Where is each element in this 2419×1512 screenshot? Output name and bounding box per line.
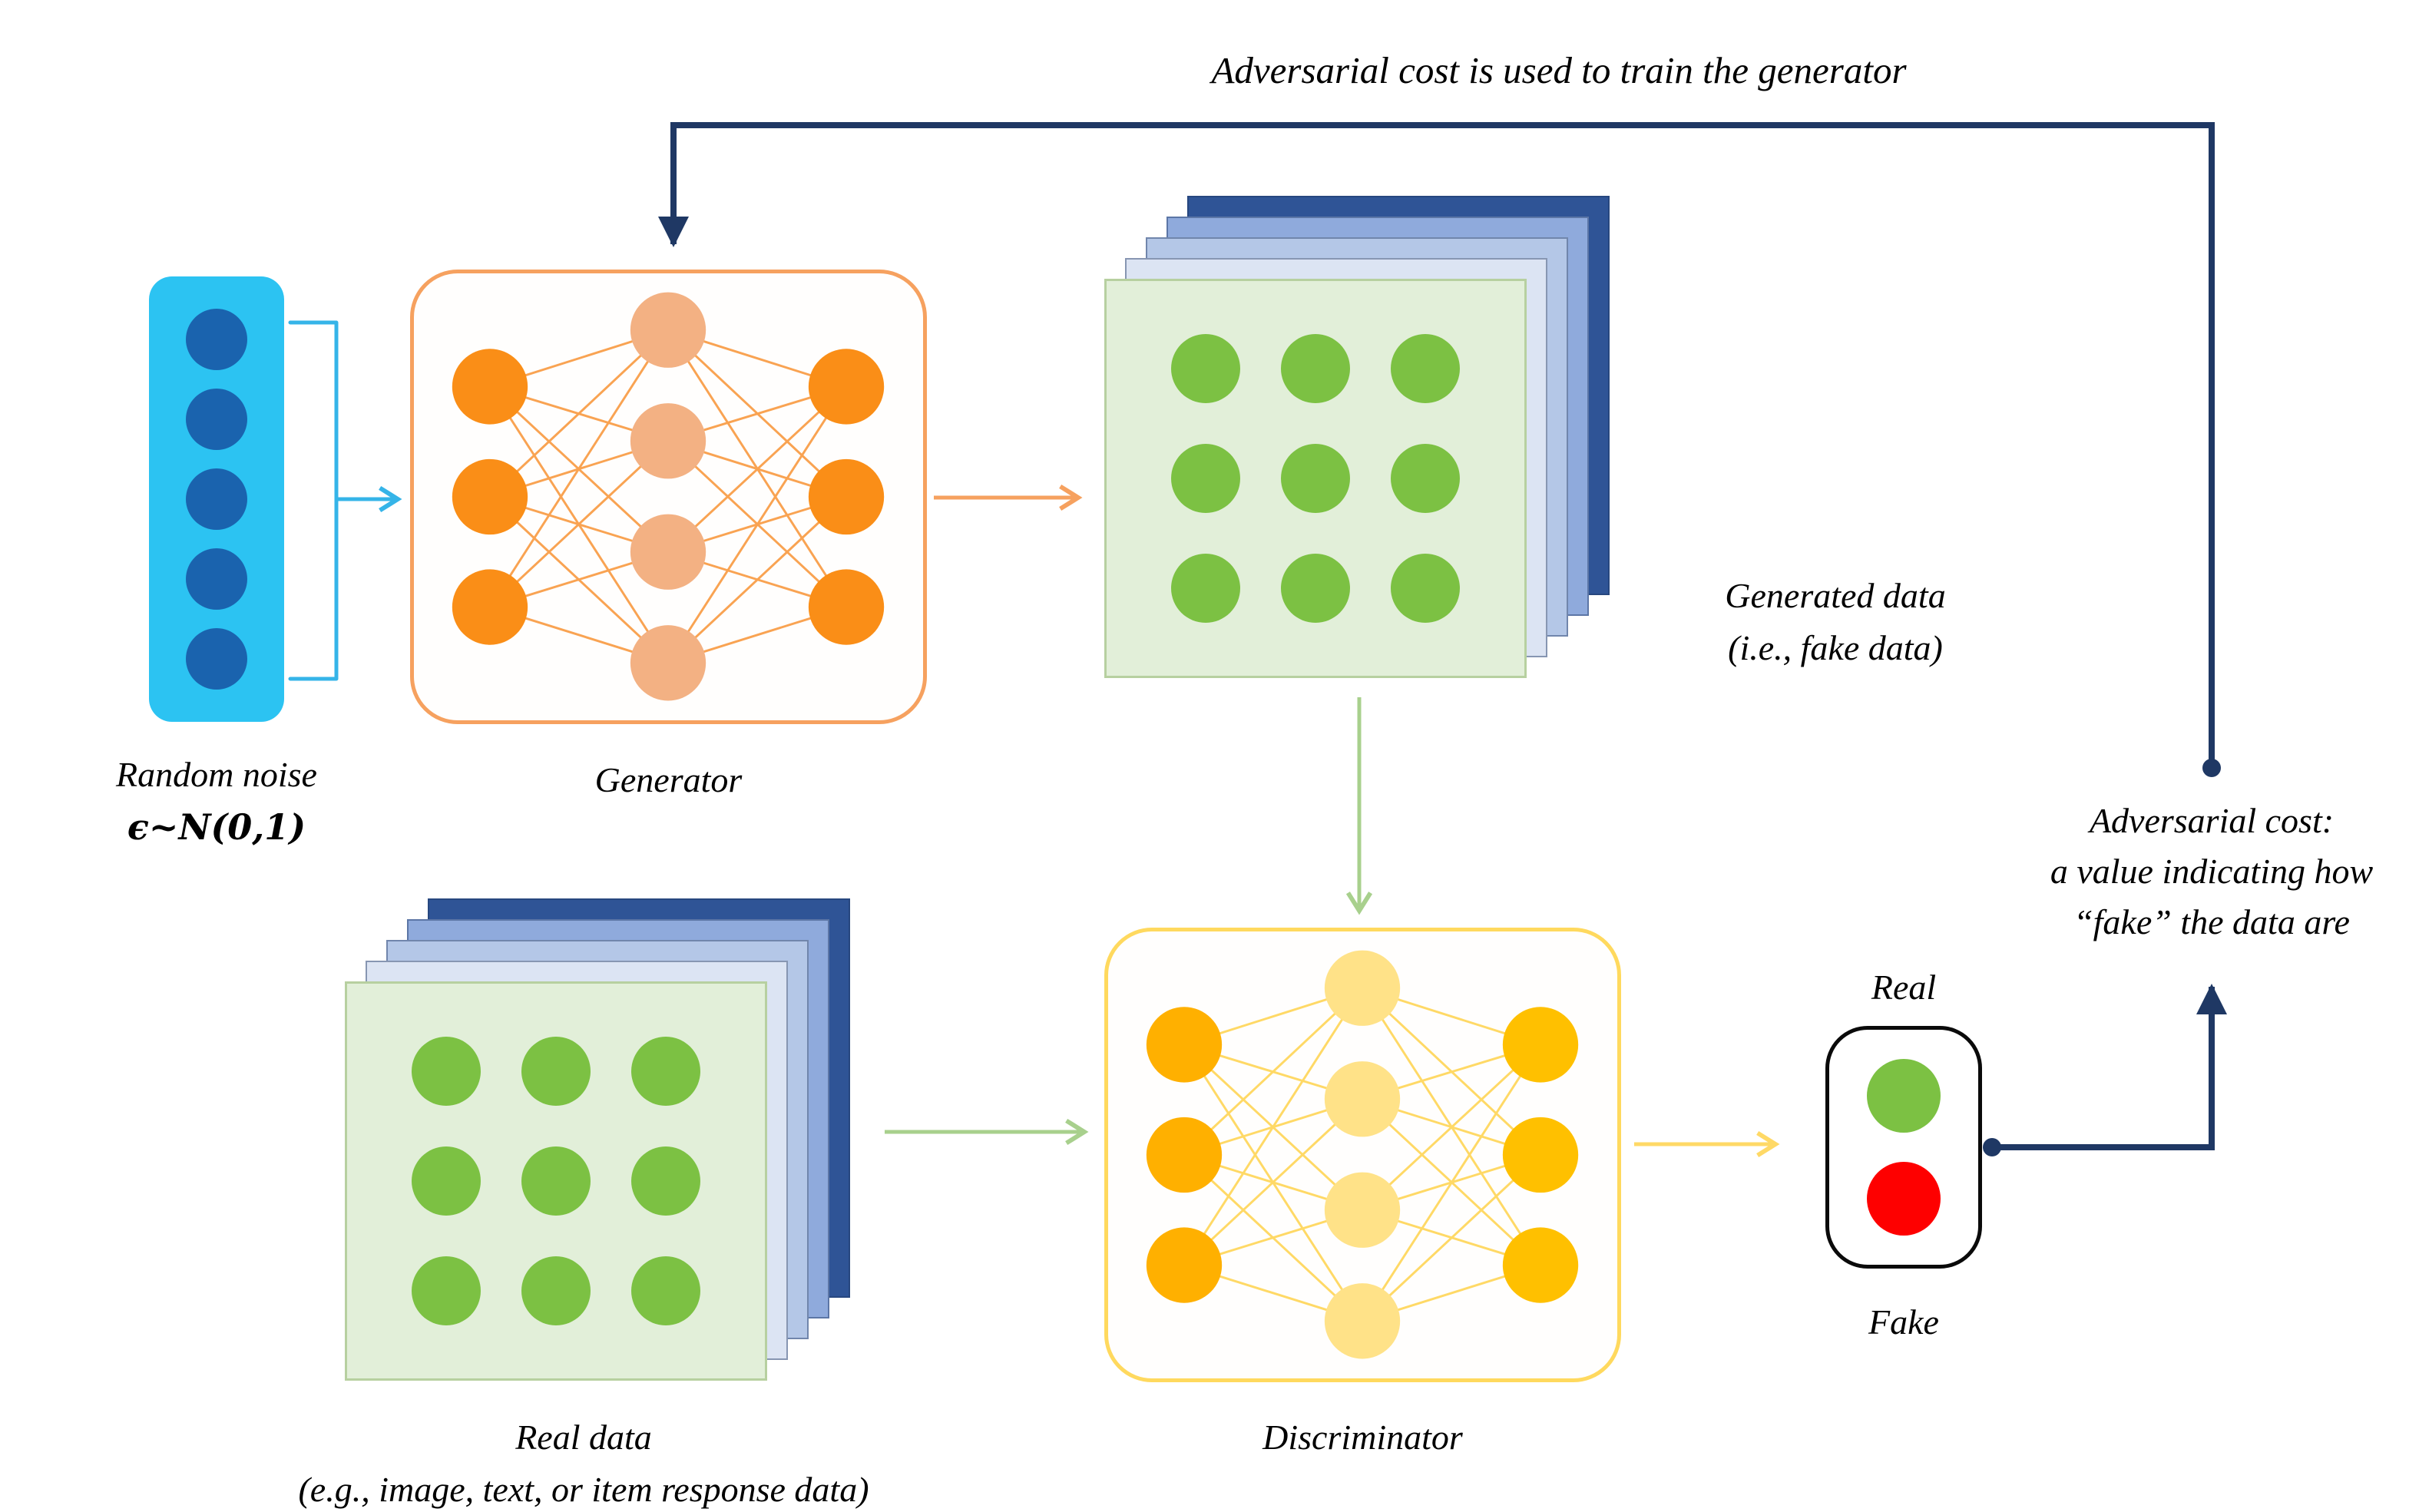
nn-node bbox=[452, 569, 528, 645]
data-dot bbox=[412, 1146, 481, 1216]
output-to-cost-arrow bbox=[1992, 984, 2227, 1150]
nn-node bbox=[1502, 1007, 1579, 1083]
data-dot bbox=[1280, 554, 1350, 624]
generator-network bbox=[452, 292, 885, 701]
data-dot bbox=[1390, 554, 1460, 624]
nn-node bbox=[630, 292, 707, 368]
data-dot bbox=[1280, 443, 1350, 513]
real-data-label-line2: (e.g., image, text, or item response dat… bbox=[298, 1470, 869, 1509]
data-dot bbox=[630, 1146, 700, 1216]
nn-node bbox=[1146, 1117, 1223, 1193]
nn-node bbox=[452, 458, 528, 535]
real-output-label: Real bbox=[1871, 968, 1937, 1007]
data-dot bbox=[521, 1036, 591, 1106]
nn-node bbox=[452, 349, 528, 425]
nn-node bbox=[1324, 1172, 1401, 1248]
nn-node bbox=[808, 349, 885, 425]
generated-data-panel bbox=[1104, 279, 1527, 678]
nn-node bbox=[630, 625, 707, 701]
nn-edge bbox=[1183, 1098, 1364, 1266]
real-data-label: Real data (e.g., image, text, or item re… bbox=[77, 1411, 1090, 1512]
real-data-panel bbox=[345, 981, 767, 1381]
discriminator-network bbox=[1146, 950, 1579, 1359]
nn-node bbox=[1324, 950, 1401, 1026]
cost-connector-dot bbox=[2202, 759, 2221, 777]
data-dot bbox=[521, 1146, 591, 1216]
noise-node bbox=[186, 389, 247, 450]
discriminator-box bbox=[1104, 928, 1621, 1382]
data-dot bbox=[412, 1036, 481, 1106]
generated-data-stack bbox=[1104, 196, 1610, 678]
data-dot bbox=[1390, 443, 1460, 513]
nn-node bbox=[630, 514, 707, 590]
adversarial-cost-line2: a value indicating how bbox=[2050, 852, 2374, 891]
real-indicator-circle bbox=[1867, 1059, 1941, 1133]
random-noise-label: Random noise ϵ~N(0,1) bbox=[63, 749, 370, 853]
random-noise-box bbox=[149, 276, 284, 722]
fake-indicator-circle bbox=[1867, 1162, 1941, 1236]
nn-edge bbox=[1362, 1044, 1542, 1211]
nn-edge bbox=[1183, 987, 1364, 1156]
adversarial-cost-label: Adversarial cost: a value indicating how… bbox=[1974, 796, 2419, 948]
noise-node bbox=[186, 548, 247, 610]
nn-node bbox=[808, 569, 885, 645]
data-dot bbox=[1280, 333, 1350, 403]
nn-edge bbox=[488, 440, 670, 608]
nn-node bbox=[1146, 1007, 1223, 1083]
discriminator-output-box bbox=[1825, 1026, 1982, 1269]
discriminator-label: Discriminator bbox=[1262, 1418, 1463, 1457]
nn-edge bbox=[488, 329, 670, 608]
nn-node bbox=[1324, 1283, 1401, 1359]
nn-node bbox=[630, 403, 707, 479]
generated-data-dot-grid bbox=[1107, 281, 1524, 676]
data-dot bbox=[1171, 333, 1241, 403]
generator-label: Generator bbox=[594, 760, 743, 799]
nn-edge bbox=[1362, 1153, 1542, 1322]
nn-node bbox=[1324, 1061, 1401, 1137]
data-dot bbox=[1171, 554, 1241, 624]
random-noise-label-line1: Random noise bbox=[116, 755, 317, 794]
data-dot bbox=[1171, 443, 1241, 513]
nn-node bbox=[1502, 1117, 1579, 1193]
generated-data-label: Generated data (i.e., fake data) bbox=[1636, 570, 2035, 674]
data-dot bbox=[630, 1256, 700, 1326]
noise-node bbox=[186, 309, 247, 370]
real-data-label-line1: Real data bbox=[515, 1418, 652, 1457]
output-connector-dot bbox=[1983, 1138, 2001, 1156]
nn-edge bbox=[1361, 1044, 1542, 1322]
noise-distribution-formula: ϵ~N(0,1) bbox=[127, 806, 306, 848]
generated-data-label-line2: (i.e., fake data) bbox=[1728, 628, 1943, 667]
noise-node bbox=[186, 628, 247, 690]
real-data-stack bbox=[345, 898, 850, 1381]
noise-node bbox=[186, 468, 247, 530]
data-dot bbox=[521, 1256, 591, 1326]
real-data-dot-grid bbox=[347, 984, 765, 1378]
nn-edge bbox=[488, 329, 670, 498]
feedback-loop-label: Adversarial cost is used to train the ge… bbox=[1211, 49, 1907, 91]
generated-data-label-line1: Generated data bbox=[1725, 576, 1946, 615]
nn-node bbox=[808, 458, 885, 535]
data-dot bbox=[1390, 333, 1460, 403]
adversarial-cost-line1: Adversarial cost: bbox=[2089, 801, 2335, 840]
data-dot bbox=[412, 1256, 481, 1326]
nn-edge bbox=[1183, 987, 1364, 1266]
adversarial-cost-line3: “fake” the data are bbox=[2073, 902, 2350, 941]
data-dot bbox=[630, 1036, 700, 1106]
fake-output-label: Fake bbox=[1868, 1302, 1939, 1342]
nn-node bbox=[1146, 1227, 1223, 1303]
nn-node bbox=[1502, 1227, 1579, 1303]
generator-box bbox=[410, 270, 927, 724]
noise-bracket bbox=[288, 320, 339, 681]
